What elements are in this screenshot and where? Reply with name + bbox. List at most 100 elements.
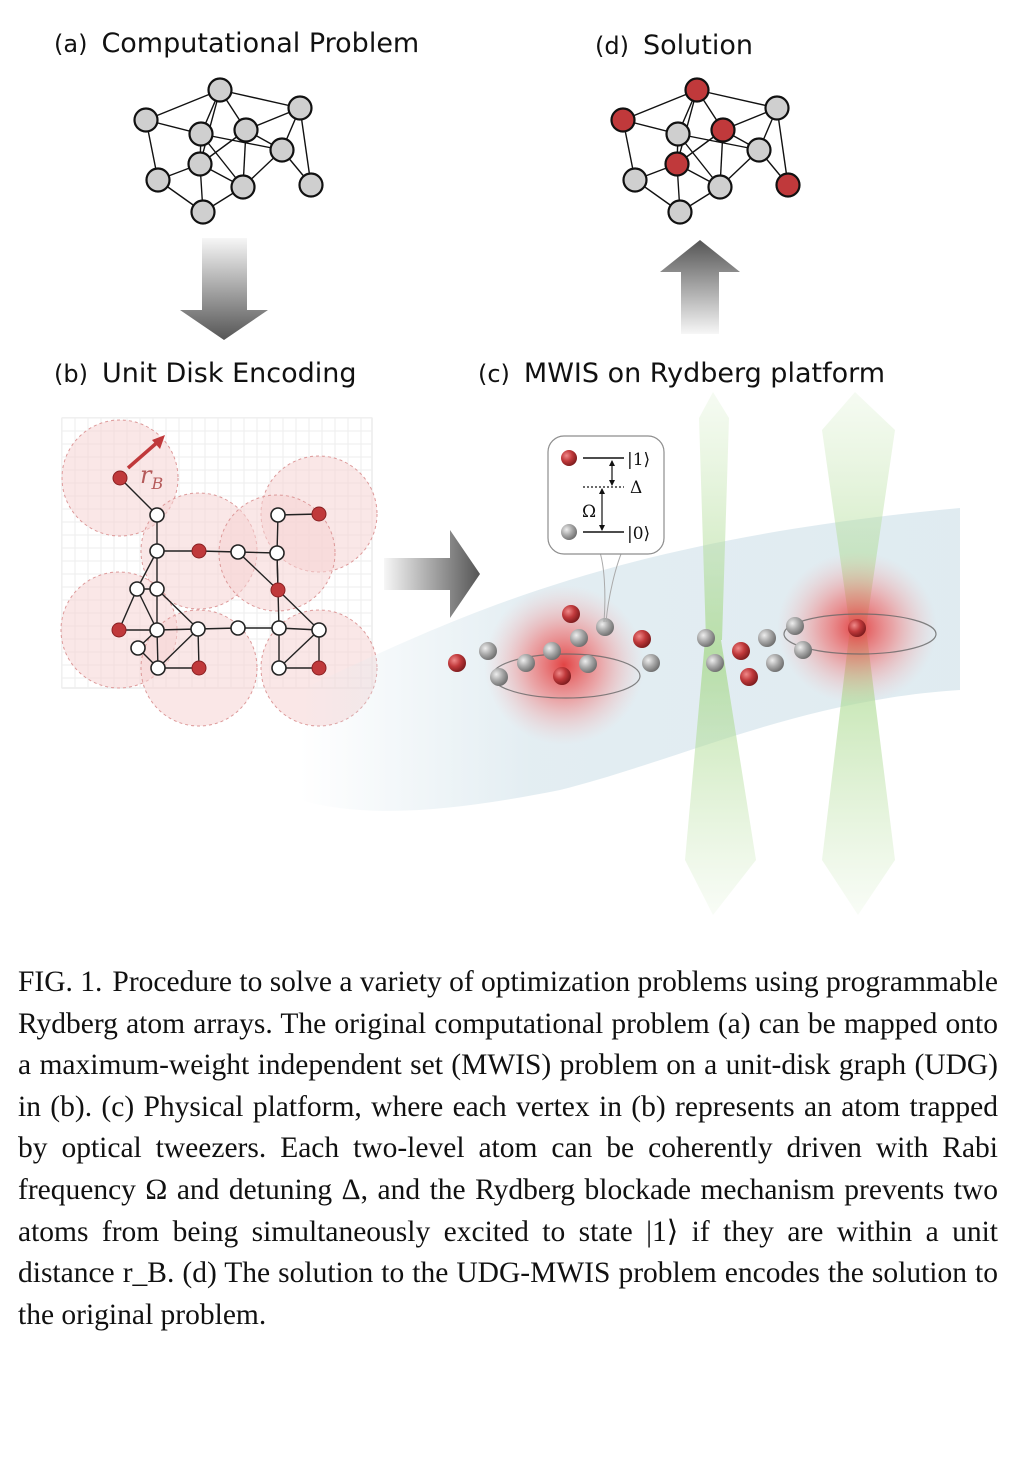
graph-vertex	[230, 174, 256, 200]
udg-vertex	[149, 507, 165, 523]
udg-edge	[156, 588, 199, 630]
arrow-a-to-b	[180, 238, 268, 340]
svg-text:rB: rB	[140, 461, 163, 493]
udg-edge	[237, 551, 279, 591]
udg-selected-vertex	[311, 506, 327, 522]
graph-vertex	[764, 95, 790, 121]
graph-edge	[622, 89, 698, 121]
ground-atom	[543, 642, 561, 660]
udg-vertex	[269, 545, 285, 561]
radius-label: r	[140, 461, 153, 489]
rydberg-atom	[848, 619, 866, 637]
state-zero-label: |0⟩	[627, 524, 650, 544]
radius-subscript: B	[150, 474, 163, 493]
udg-vertex	[149, 622, 165, 638]
excited-atom-icon	[561, 450, 577, 466]
udg-selected-vertex	[191, 543, 207, 559]
radius-arrow	[126, 438, 162, 470]
selected-vertex	[775, 172, 801, 198]
ground-atom	[786, 617, 804, 635]
udg-vertex	[230, 544, 246, 560]
unit-disk-graph: rB	[60, 417, 378, 727]
graph-vertex	[746, 137, 772, 163]
tweezer-beam-left	[685, 392, 756, 915]
panel-c-title: MWIS on Rydberg platform	[523, 358, 886, 389]
panel-b-label: (b) Unit Disk Encoding	[54, 358, 357, 389]
udg-vertex	[130, 640, 146, 656]
radius-arrow-head	[152, 435, 165, 449]
graph-edge	[776, 107, 789, 186]
panel-b-tag: (b)	[54, 360, 88, 388]
ground-atom	[570, 629, 588, 647]
graph-edge	[696, 89, 778, 109]
rydberg-atom	[562, 605, 580, 623]
detuning-label: Δ	[630, 478, 642, 498]
graph-vertex	[667, 199, 693, 225]
graph-edge	[219, 89, 301, 109]
udg-vertex	[129, 581, 145, 597]
graph-vertex	[665, 121, 691, 147]
ground-atom-icon	[561, 524, 577, 540]
graph-edge	[299, 107, 312, 186]
udg-vertex	[311, 622, 327, 638]
graph-vertex	[707, 174, 733, 200]
udg-vertex	[149, 543, 165, 559]
udg-selected-vertex	[191, 660, 207, 676]
udg-vertex	[149, 581, 165, 597]
udg-selected-vertex	[112, 470, 128, 486]
udg-edge	[278, 629, 320, 669]
caption-label: FIG. 1.	[18, 966, 103, 998]
panel-c-tag: (c)	[478, 360, 510, 388]
arrow-c-to-d	[660, 240, 740, 334]
selected-vertex	[664, 151, 690, 177]
energy-level-callout: |1⟩ |0⟩ Δ Ω	[547, 435, 665, 555]
selected-vertex	[684, 77, 710, 103]
graph-edge	[677, 133, 760, 151]
rabi-label: Ω	[582, 502, 596, 522]
rydberg-atom	[448, 654, 466, 672]
ground-atom	[766, 654, 784, 672]
callout-box	[547, 435, 665, 555]
state-one-label: |1⟩	[627, 450, 650, 470]
ground-atom	[697, 629, 715, 647]
panel-a-tag: (a)	[54, 30, 88, 58]
ground-atom	[517, 654, 535, 672]
graph-vertex	[622, 167, 648, 193]
ground-atom	[579, 655, 597, 673]
blockade-ring-right	[783, 613, 937, 655]
graph-vertex	[287, 95, 313, 121]
graph-vertex	[145, 167, 171, 193]
ground-atom	[706, 654, 724, 672]
ground-atom	[642, 654, 660, 672]
selected-vertex	[710, 117, 736, 143]
graph-edge	[200, 133, 283, 151]
udg-selected-vertex	[111, 622, 127, 638]
ground-atom	[794, 641, 812, 659]
udg-vertex	[271, 620, 287, 636]
panel-c-label: (c) MWIS on Rydberg platform	[478, 358, 885, 389]
panel-b-title: Unit Disk Encoding	[101, 358, 357, 389]
udg-vertex	[190, 621, 206, 637]
arrow-b-to-c	[384, 530, 480, 618]
atoms	[448, 605, 866, 686]
graph-vertex	[269, 137, 295, 163]
udg-vertex	[271, 660, 287, 676]
graph-panel-a	[133, 77, 324, 225]
udg-edge	[277, 589, 320, 631]
graph-vertex	[187, 151, 213, 177]
graph-vertex	[207, 77, 233, 103]
udg-selected-vertex	[311, 660, 327, 676]
figure: rB	[54, 28, 960, 915]
rydberg-atom	[732, 642, 750, 660]
rydberg-atom	[740, 668, 758, 686]
graph-vertex	[233, 117, 259, 143]
selected-vertex	[610, 107, 636, 133]
ground-atom	[758, 629, 776, 647]
graph-vertex	[298, 172, 324, 198]
graph-vertex	[190, 199, 216, 225]
graph-vertex	[133, 107, 159, 133]
panel-d-tag: (d)	[595, 32, 629, 60]
ground-atom	[596, 618, 614, 636]
graph-vertex	[188, 121, 214, 147]
udg-vertices	[111, 470, 327, 676]
